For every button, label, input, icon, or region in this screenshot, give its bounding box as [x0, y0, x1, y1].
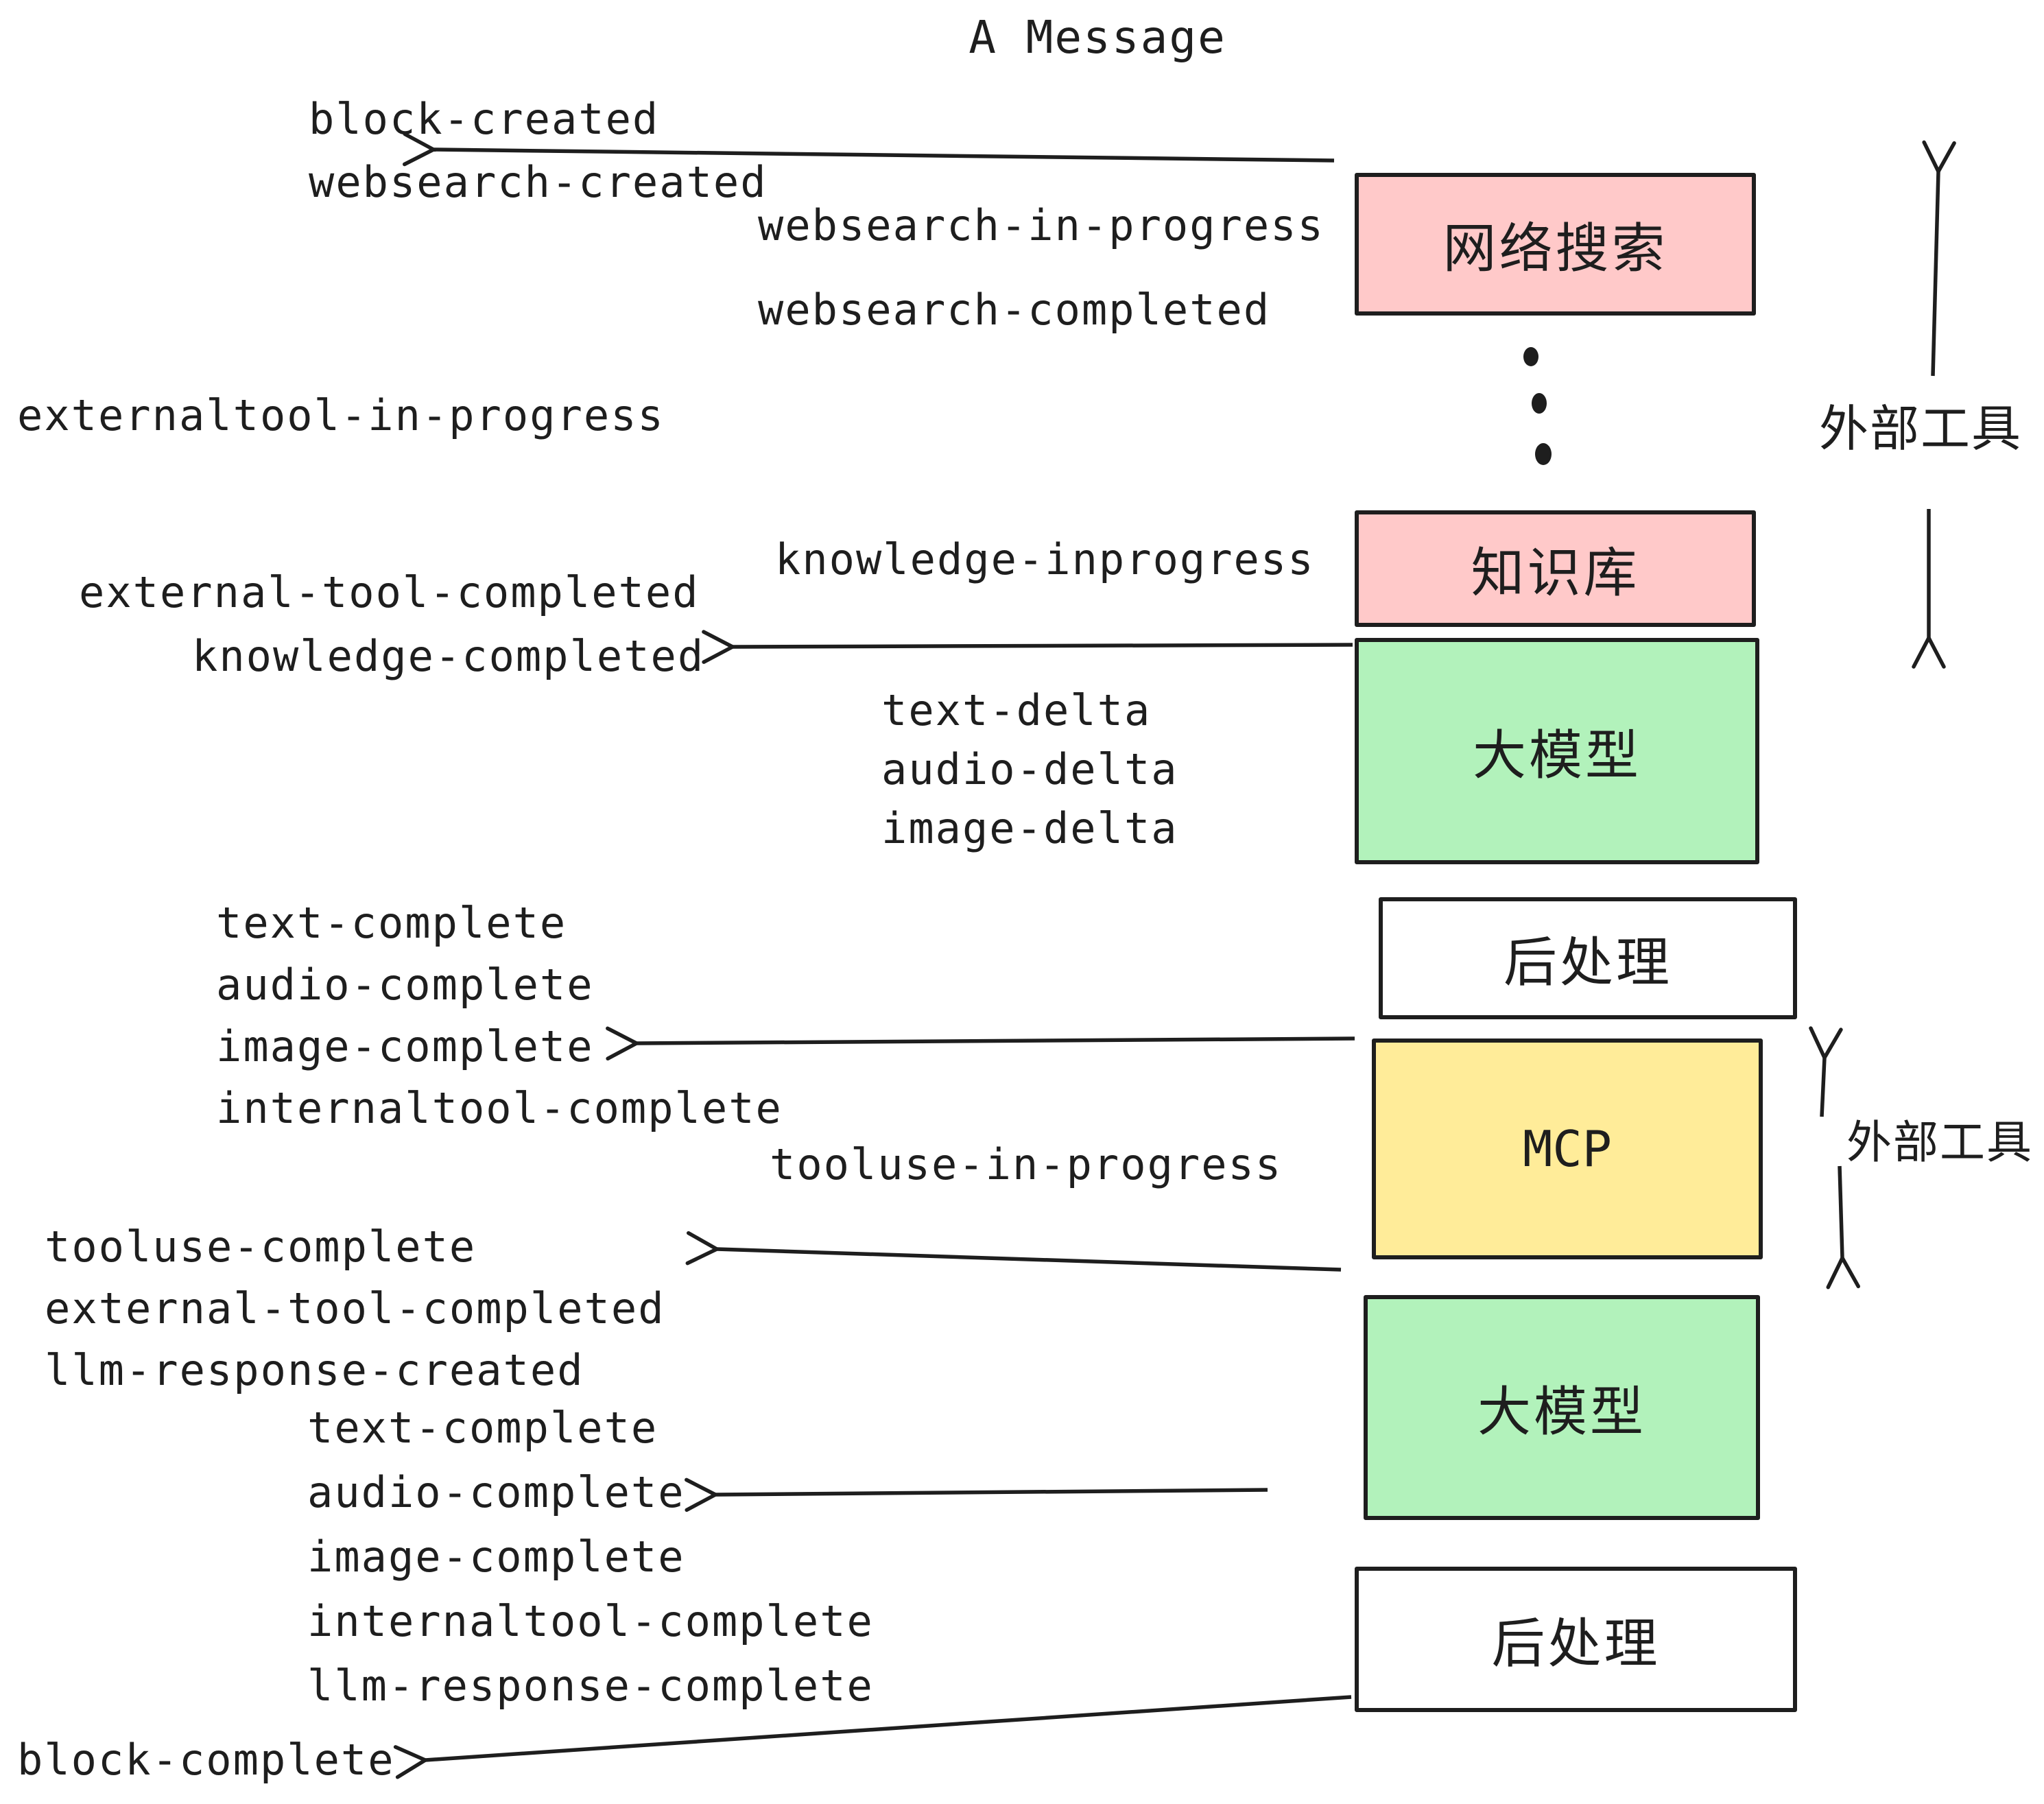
event-llm-response-complete: llm-response-complete — [307, 1661, 874, 1711]
arrow-external-tools-mcp-down — [1826, 1165, 1860, 1290]
event-text-complete-2: text-complete — [307, 1403, 658, 1453]
event-tooluse-in-progress: tooluse-in-progress — [770, 1139, 1283, 1189]
event-externaltool-in-progress: externaltool-in-progress — [17, 390, 665, 440]
mcp-box: MCP — [1372, 1039, 1763, 1259]
external-tools-top-label: 外部工具 — [1819, 402, 2023, 457]
event-knowledge-inprogress: knowledge-inprogress — [775, 534, 1315, 584]
postprocess-second-box-label: 后处理 — [1491, 1613, 1661, 1674]
arrow-external-tools-mcp-up — [1809, 1026, 1843, 1117]
knowledge-box: 知识库 — [1355, 510, 1756, 627]
arrow-external-tools-top-up — [1922, 140, 1956, 377]
event-knowledge-completed: knowledge-completed — [192, 631, 705, 681]
event-block-complete: block-complete — [17, 1735, 395, 1785]
event-internaltool-complete-2: internaltool-complete — [307, 1596, 874, 1646]
arrow-llm2-to-audio-complete — [685, 1477, 1268, 1512]
postprocess-second-box: 后处理 — [1355, 1567, 1797, 1712]
arrow-mcp-to-tooluse-complete — [685, 1231, 1342, 1272]
event-block-created: block-created — [309, 94, 660, 144]
arrow-llm-to-knowledge-completed — [702, 630, 1353, 664]
event-external-tool-completed-2: external-tool-completed — [45, 1283, 665, 1333]
event-tooluse-complete: tooluse-complete — [45, 1222, 477, 1272]
llm-second-box-label: 大模型 — [1477, 1381, 1646, 1442]
arrow-postprocess-to-image-complete — [606, 1026, 1355, 1061]
vertical-ellipsis-icon — [1523, 347, 1552, 465]
event-websearch-in-progress: websearch-in-progress — [758, 200, 1324, 250]
llm-second-box: 大模型 — [1364, 1295, 1760, 1520]
event-websearch-completed: websearch-completed — [758, 285, 1271, 335]
event-text-complete: text-complete — [216, 898, 567, 948]
websearch-box: 网络搜索 — [1355, 173, 1756, 316]
event-image-complete: image-complete — [216, 1021, 594, 1071]
event-image-complete-2: image-complete — [307, 1532, 685, 1582]
event-llm-response-created: llm-response-created — [45, 1345, 584, 1395]
event-websearch-created: websearch-created — [309, 157, 768, 207]
event-audio-complete: audio-complete — [216, 960, 594, 1010]
knowledge-box-label: 知识库 — [1471, 543, 1640, 603]
event-audio-complete-2: audio-complete — [307, 1467, 685, 1517]
page-title: A Message — [968, 11, 1226, 64]
postprocess-first-box-label: 后处理 — [1503, 932, 1672, 993]
postprocess-first-box: 后处理 — [1379, 897, 1797, 1019]
event-audio-delta: audio-delta — [881, 744, 1178, 794]
event-text-delta: text-delta — [881, 685, 1152, 735]
llm-first-box: 大模型 — [1355, 638, 1759, 864]
websearch-box-label: 网络搜索 — [1442, 218, 1668, 278]
event-internaltool-complete: internaltool-complete — [216, 1083, 783, 1133]
event-image-delta: image-delta — [881, 803, 1178, 853]
mcp-box-label: MCP — [1522, 1120, 1613, 1178]
event-external-tool-completed: external-tool-completed — [79, 567, 700, 617]
external-tools-mcp-label: 外部工具 — [1846, 1117, 2033, 1167]
llm-first-box-label: 大模型 — [1472, 725, 1641, 785]
